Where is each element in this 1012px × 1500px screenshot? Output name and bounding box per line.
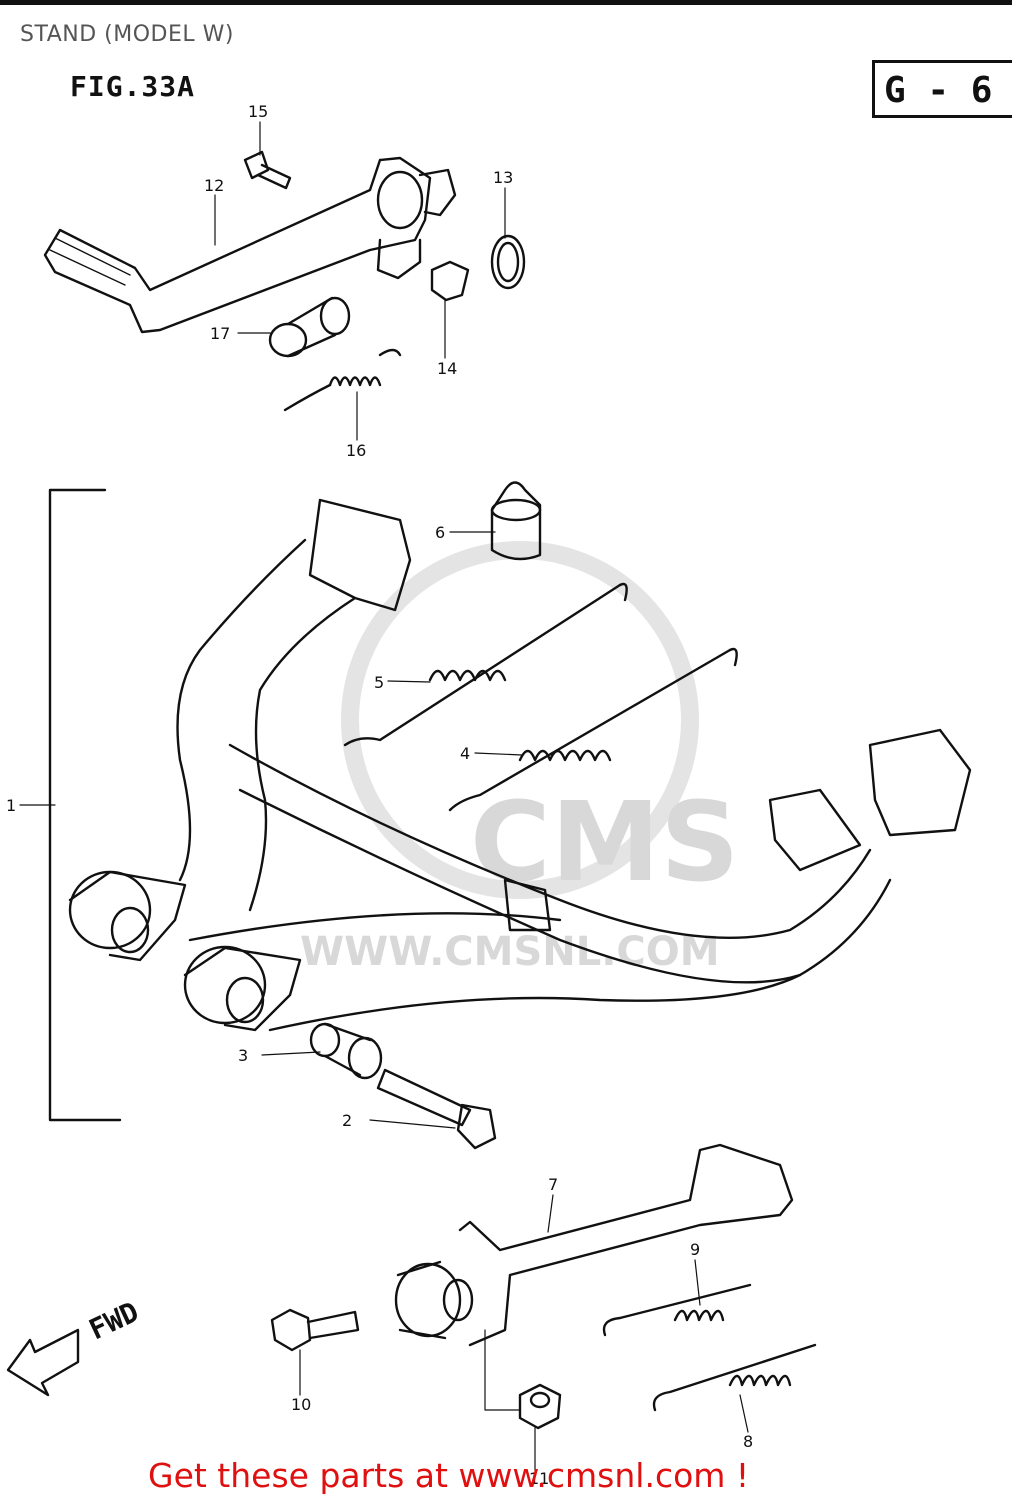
spring-part-4 (448, 647, 738, 812)
bushing-part-3 (309, 1022, 383, 1080)
callout-14: 14 (437, 359, 457, 378)
figure-label: FIG.33A (70, 70, 196, 103)
spring-part-8 (652, 1343, 817, 1412)
callout-15: 15 (248, 102, 268, 121)
top-rule (0, 0, 1012, 5)
callout-3: 3 (238, 1046, 248, 1065)
side-stand-part-7 (394, 1143, 794, 1347)
callout-2: 2 (342, 1111, 352, 1130)
callout-13: 13 (493, 168, 513, 187)
callout-5: 5 (374, 673, 384, 692)
callout-17: 17 (210, 324, 230, 343)
callout-11: 11 (529, 1469, 549, 1488)
callout-12: 12 (204, 176, 224, 195)
spring-part-16 (283, 348, 402, 412)
watermark-brand: CMS (470, 778, 739, 906)
bolt-part-15 (243, 150, 292, 190)
watermark-url: WWW.CMSNL.COM (300, 929, 720, 975)
bolt-part-10 (270, 1308, 360, 1352)
fwd-label: FWD (84, 1295, 144, 1346)
bolt-part-2 (376, 1068, 497, 1150)
callout-8: 8 (743, 1432, 753, 1451)
leader-lines (19, 121, 749, 1471)
washer-part-13 (490, 234, 526, 290)
nut-part-11 (518, 1383, 562, 1430)
watermark: CMS WWW.CMSNL.COM (300, 541, 739, 975)
bracket-part-1 (48, 488, 122, 1122)
callout-10: 10 (291, 1395, 311, 1414)
brake-pedal-part-12 (43, 156, 457, 334)
stopper-part-6 (490, 481, 542, 561)
spring-part-5 (343, 582, 628, 747)
bushing-part-17 (268, 296, 351, 358)
spring-part-9 (602, 1283, 752, 1337)
clip-part-14 (430, 260, 470, 302)
center-stand-part-1 (68, 498, 972, 1032)
callout-16: 16 (346, 441, 366, 460)
callout-7: 7 (548, 1175, 558, 1194)
callout-1: 1 (6, 796, 16, 815)
fwd-arrow-icon (6, 1328, 80, 1397)
footer-link-text[interactable]: Get these parts at www.cmsnl.com ! (148, 1456, 750, 1495)
page-title: STAND (MODEL W) (20, 22, 234, 47)
callout-4: 4 (460, 744, 470, 763)
callout-9: 9 (690, 1240, 700, 1259)
callout-numbers: 1 2 3 4 5 6 7 8 9 10 11 12 13 14 15 16 1… (6, 102, 753, 1488)
section-code-box (872, 60, 1012, 118)
section-code: G - 6 (884, 70, 993, 111)
callout-6: 6 (435, 523, 445, 542)
